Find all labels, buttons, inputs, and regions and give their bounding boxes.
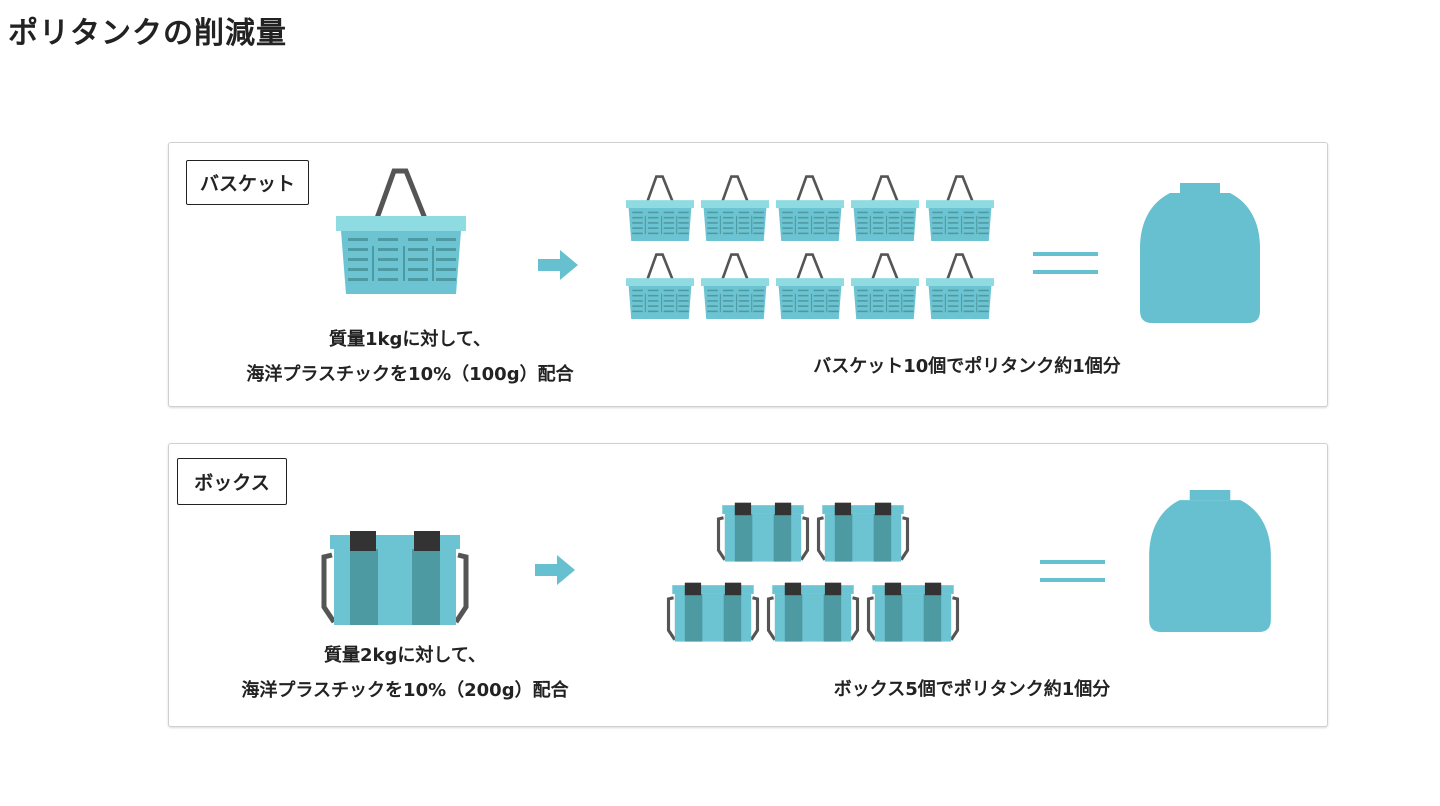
small-basket-icon [851, 251, 919, 321]
small-basket-icon [776, 173, 844, 243]
small-basket-icon [626, 251, 694, 321]
small-box-icon [816, 500, 910, 563]
small-box-icon [866, 580, 960, 643]
box-spec-line2: 海洋プラスチックを10%（200g）配合 [241, 680, 569, 701]
equals-icon [1033, 252, 1098, 256]
small-box-icon [716, 500, 810, 563]
basket-spec-line1: 質量1kgに対して、 [329, 329, 491, 350]
small-basket-icon [701, 251, 769, 321]
basket-spec-line2: 海洋プラスチックを10%（100g）配合 [246, 364, 574, 385]
basket-label: バスケット [186, 160, 309, 205]
small-basket-icon [926, 173, 994, 243]
box-icon [318, 527, 472, 627]
small-basket-icon [776, 251, 844, 321]
box-spec: 質量2kgに対して、 海洋プラスチックを10%（200g）配合 [205, 638, 605, 708]
box-result: ボックス5個でポリタンク約1個分 [833, 679, 1111, 700]
box-label: ボックス [177, 458, 287, 505]
poly-tank-icon [1148, 490, 1272, 632]
small-box-icon [666, 580, 760, 643]
poly-tank-icon [1140, 183, 1260, 323]
basket-icon [336, 166, 466, 296]
small-basket-icon [851, 173, 919, 243]
basket-spec: 質量1kgに対して、 海洋プラスチックを10%（100g）配合 [210, 322, 610, 392]
small-basket-icon [626, 173, 694, 243]
equals-icon [1040, 560, 1105, 564]
box-spec-line1: 質量2kgに対して、 [324, 645, 486, 666]
page-title: ポリタンクの削減量 [8, 16, 287, 51]
small-basket-icon [701, 173, 769, 243]
equals-icon [1033, 270, 1098, 274]
arrow-right-icon [538, 250, 578, 280]
basket-result: バスケット10個でポリタンク約1個分 [813, 356, 1121, 377]
arrow-right-icon [535, 555, 575, 585]
small-basket-icon [926, 251, 994, 321]
small-box-icon [766, 580, 860, 643]
equals-icon [1040, 578, 1105, 582]
